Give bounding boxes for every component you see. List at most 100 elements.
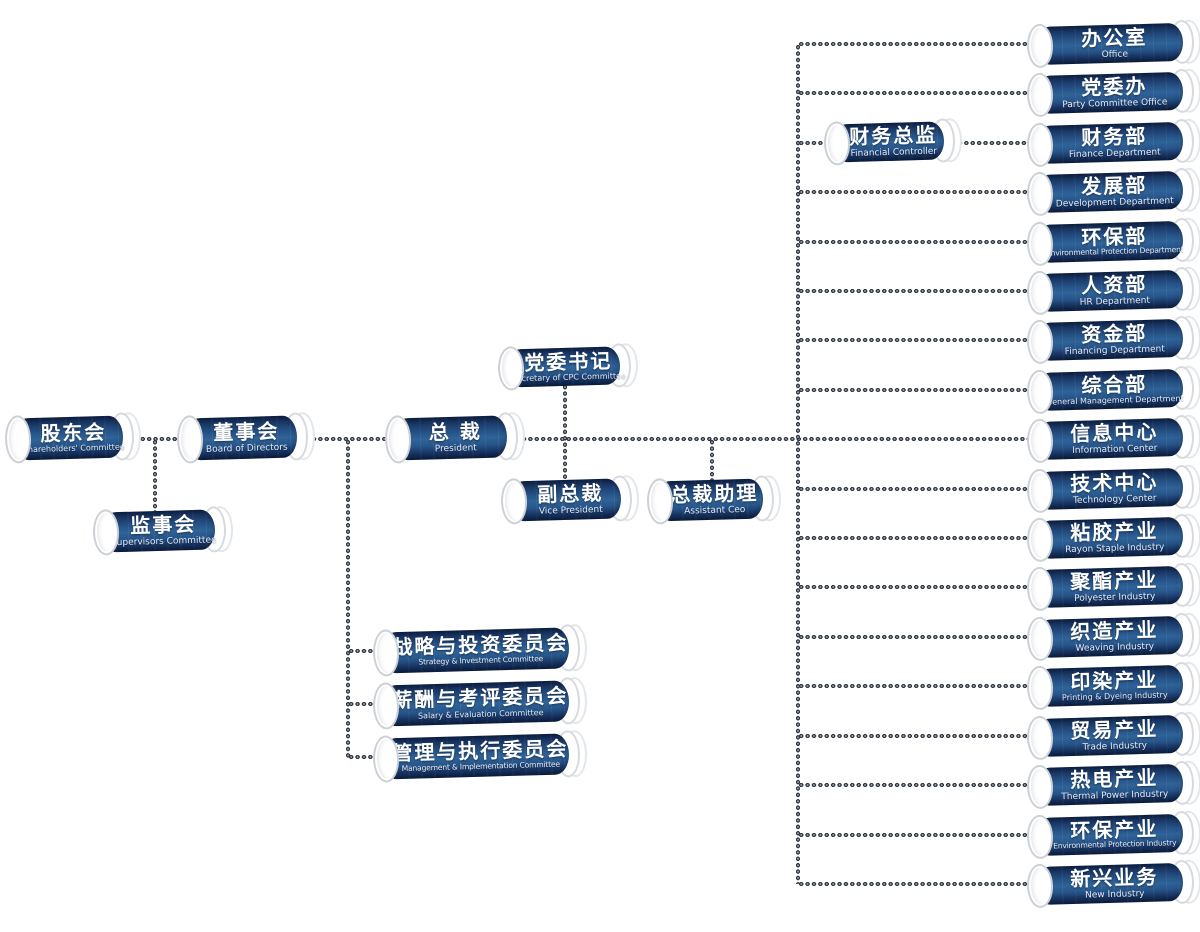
connector-chain-horizontal [798, 535, 1032, 541]
connector-chain-horizontal [348, 754, 382, 760]
node-label-zh: 技术中心 [1070, 469, 1159, 497]
connector-chain-horizontal [798, 634, 1032, 640]
connector-chain-vertical [562, 384, 568, 482]
node-label-en: Party Committee Office [1062, 96, 1168, 110]
node-label-en: Trade Industry [1082, 740, 1148, 753]
connector-chain-vertical [152, 439, 158, 513]
node-label-en: Supervisors Committee [110, 534, 217, 548]
connector-chain-horizontal [348, 701, 382, 707]
node-label-en: Office [1101, 49, 1129, 60]
node-label-zh: 信息中心 [1070, 419, 1159, 447]
node-label-en: Finance Department [1068, 147, 1161, 160]
node-label-zh: 资金部 [1081, 320, 1148, 347]
node-label-zh: 副总裁 [537, 480, 604, 507]
connector-chain-horizontal [798, 584, 1032, 590]
node-label-en: Development Department [1055, 195, 1174, 210]
node-label-zh: 党委书记 [524, 348, 613, 375]
node-label-zh: 办公室 [1081, 24, 1148, 51]
node-label-zh: 总 裁 [428, 419, 483, 445]
node-label-zh: 综合部 [1081, 371, 1148, 398]
connector-chain-vertical [795, 44, 801, 884]
connector-chain-horizontal [798, 832, 1032, 838]
node-label-zh: 财务部 [1081, 123, 1148, 150]
node-label-en: HR Department [1079, 295, 1151, 308]
connector-chain-horizontal [798, 140, 832, 146]
connector-chain-vertical [345, 439, 351, 759]
node-label-en: New Industry [1084, 888, 1145, 901]
connector-chain-horizontal [798, 782, 1032, 788]
node-label-zh: 股东会 [40, 419, 107, 446]
node-label-zh: 印染产业 [1070, 667, 1159, 694]
node-label-zh: 织造产业 [1070, 617, 1159, 645]
connector-chain-horizontal [798, 288, 1032, 294]
connector-chain-horizontal [348, 648, 382, 654]
connector-chain-horizontal [114, 436, 186, 442]
node-label-en: Environmental Protection Industry [1053, 838, 1177, 851]
node-label-en: Secretary of CPC Committee [511, 371, 627, 384]
node-label-en: Thermal Power Industry [1061, 788, 1169, 802]
node-label-en: General Management Department [1045, 394, 1184, 407]
node-label-zh: 聚酯产业 [1070, 567, 1159, 595]
node-label-zh: 热电产业 [1070, 765, 1159, 793]
node-label-en: Vice President [538, 504, 603, 517]
connector-chain-horizontal [798, 189, 1032, 195]
node-label-en: Financing Department [1064, 344, 1165, 357]
connector-chain-horizontal [798, 881, 1032, 887]
node-label-en: Weaving Industry [1075, 641, 1155, 654]
connector-chain-horizontal [798, 90, 1032, 96]
connector-chain-horizontal [798, 41, 1032, 47]
node-label-en: Rayon Staple Industry [1064, 542, 1165, 555]
node-label-zh: 发展部 [1081, 172, 1148, 199]
connector-chain-vertical [709, 439, 715, 482]
node-label-zh: 粘胶产业 [1070, 518, 1159, 546]
connector-chain-horizontal [798, 239, 1032, 245]
node-label-zh: 财务总监 [849, 122, 938, 150]
node-label-en: Board of Directors [205, 442, 288, 455]
node-label-en: President [434, 442, 477, 455]
node-label-en: Printing & Dyeing Industry [1061, 690, 1168, 703]
